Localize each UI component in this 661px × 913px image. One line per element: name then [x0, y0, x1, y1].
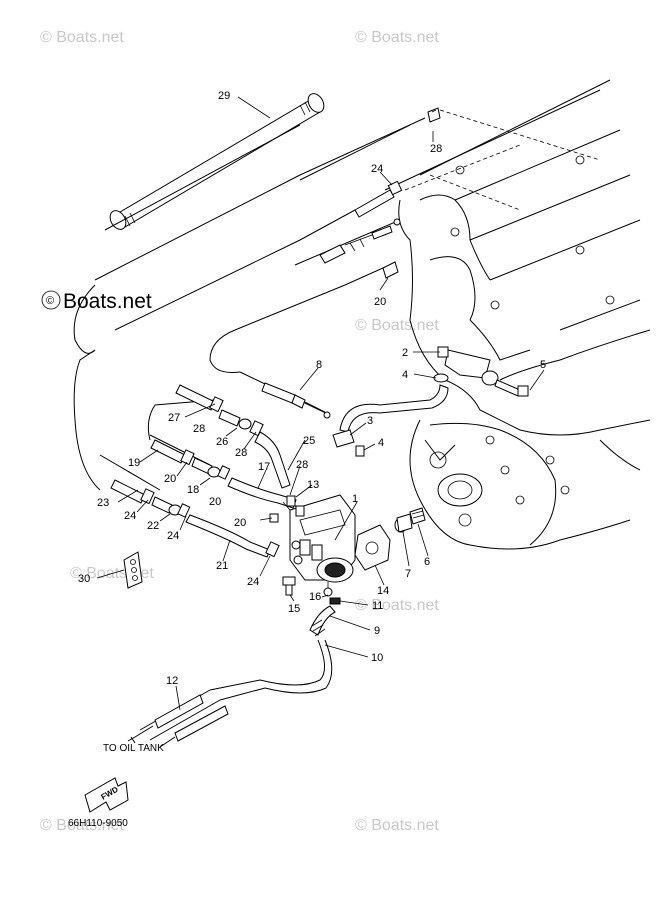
part-20-clamp-top [344, 261, 399, 286]
part-12-lines [127, 689, 229, 748]
callout-11: 11 [372, 600, 383, 612]
watermark-top-right: © Boats.net [355, 29, 439, 46]
copyright-circle-icon [41, 290, 61, 310]
callout-20-top: 20 [374, 296, 386, 308]
part-9-10-hose [209, 605, 336, 701]
callout-8: 8 [316, 359, 322, 371]
callout-2: 2 [402, 347, 408, 359]
callout-19: 19 [128, 457, 140, 469]
callout-28-top: 28 [430, 143, 442, 155]
diagram-code-label: 66H110-9050 [68, 818, 128, 829]
part-1-oil-pump [282, 494, 356, 583]
callout-29: 29 [218, 90, 230, 102]
callout-21: 21 [216, 560, 228, 572]
watermark-lower-right: © Boats.net [355, 597, 439, 614]
part-27-hose [175, 384, 216, 411]
callout-28-pump: 28 [296, 459, 308, 471]
part-28-clamp-left [209, 396, 224, 413]
part-2-bracket [437, 346, 499, 386]
fwd-arrow-icon: FWD [84, 777, 129, 813]
callout-25: 25 [303, 435, 315, 447]
callout-26: 26 [216, 436, 228, 448]
part-30-clip [123, 551, 143, 589]
callout-24-top: 24 [371, 163, 383, 175]
copyright-symbol: © [46, 295, 54, 307]
part-23-hose [110, 479, 155, 505]
callout-7: 7 [405, 568, 411, 580]
callout-24-pump: 24 [247, 576, 259, 588]
part-15-bolt [282, 576, 296, 596]
part-3-hose [332, 384, 449, 448]
part-8-cable [239, 371, 331, 419]
callout-6: 6 [424, 556, 430, 568]
cable-upper [294, 218, 401, 266]
callout-20-left: 20 [164, 473, 176, 485]
callout-18: 18 [187, 484, 199, 496]
callout-23: 23 [97, 497, 109, 509]
hose-24-top [354, 180, 403, 218]
callout-4-lower: 4 [378, 437, 384, 449]
callout-labels: 29 28 24 20 8 2 4 5 3 4 27 28 26 28 25 1… [78, 90, 546, 687]
part-22-connector [151, 496, 191, 518]
to-oil-tank-label: TO OIL TANK [103, 743, 164, 754]
leader-lines [96, 96, 545, 711]
part-16-fitting [323, 582, 333, 597]
callout-5: 5 [540, 359, 546, 371]
callout-16: 16 [309, 591, 321, 603]
callout-17: 17 [258, 461, 270, 473]
callout-22: 22 [147, 520, 159, 532]
callout-14: 14 [377, 585, 389, 597]
part-26-connector [218, 409, 252, 430]
watermark-mid-right: © Boats.net [355, 317, 439, 334]
callout-3: 3 [367, 415, 373, 427]
part-18-connector [191, 457, 231, 480]
watermark-bottom-left: © Boats.net [40, 817, 124, 834]
watermark-main: © Boats.net [41, 290, 152, 313]
callout-28-mid: 28 [235, 447, 247, 459]
callout-20-pump: 20 [234, 517, 246, 529]
callout-1: 1 [352, 493, 358, 505]
part-13-clamp [286, 495, 305, 517]
part-7-seal [394, 513, 413, 533]
part-11-clip [329, 597, 341, 605]
callout-9: 9 [374, 625, 380, 637]
callout-12: 12 [166, 675, 178, 687]
callout-24-left: 24 [124, 510, 136, 522]
callout-24-mid: 24 [167, 530, 179, 542]
part-5-bolt [494, 379, 529, 397]
callout-10: 10 [371, 652, 383, 664]
part-17-hose [227, 477, 297, 509]
callout-28-left: 28 [193, 423, 205, 435]
callout-15: 15 [288, 603, 300, 615]
part-6-gear [409, 507, 426, 525]
watermark-top-left: © Boats.net [40, 29, 124, 46]
watermark-bottom-right: © Boats.net [355, 817, 439, 834]
part-29-tube [109, 93, 325, 230]
watermark-main-text: Boats.net [63, 290, 152, 313]
callout-27: 27 [168, 412, 180, 424]
callout-4-upper: 4 [402, 369, 408, 381]
part-25-hose [254, 431, 291, 489]
callout-13: 13 [307, 479, 319, 491]
part-14-gasket [354, 524, 391, 571]
part-21-hose [185, 514, 280, 558]
part-4-clamp-upper [433, 373, 449, 383]
part-28-clamp-top [427, 107, 441, 123]
part-28-clamp-mid [249, 420, 264, 437]
part-19-hose [150, 439, 195, 466]
callout-30: 30 [78, 573, 90, 585]
engine-block [384, 79, 651, 550]
callout-20-mid: 20 [209, 496, 221, 508]
part-4-clamp-lower [355, 445, 365, 457]
